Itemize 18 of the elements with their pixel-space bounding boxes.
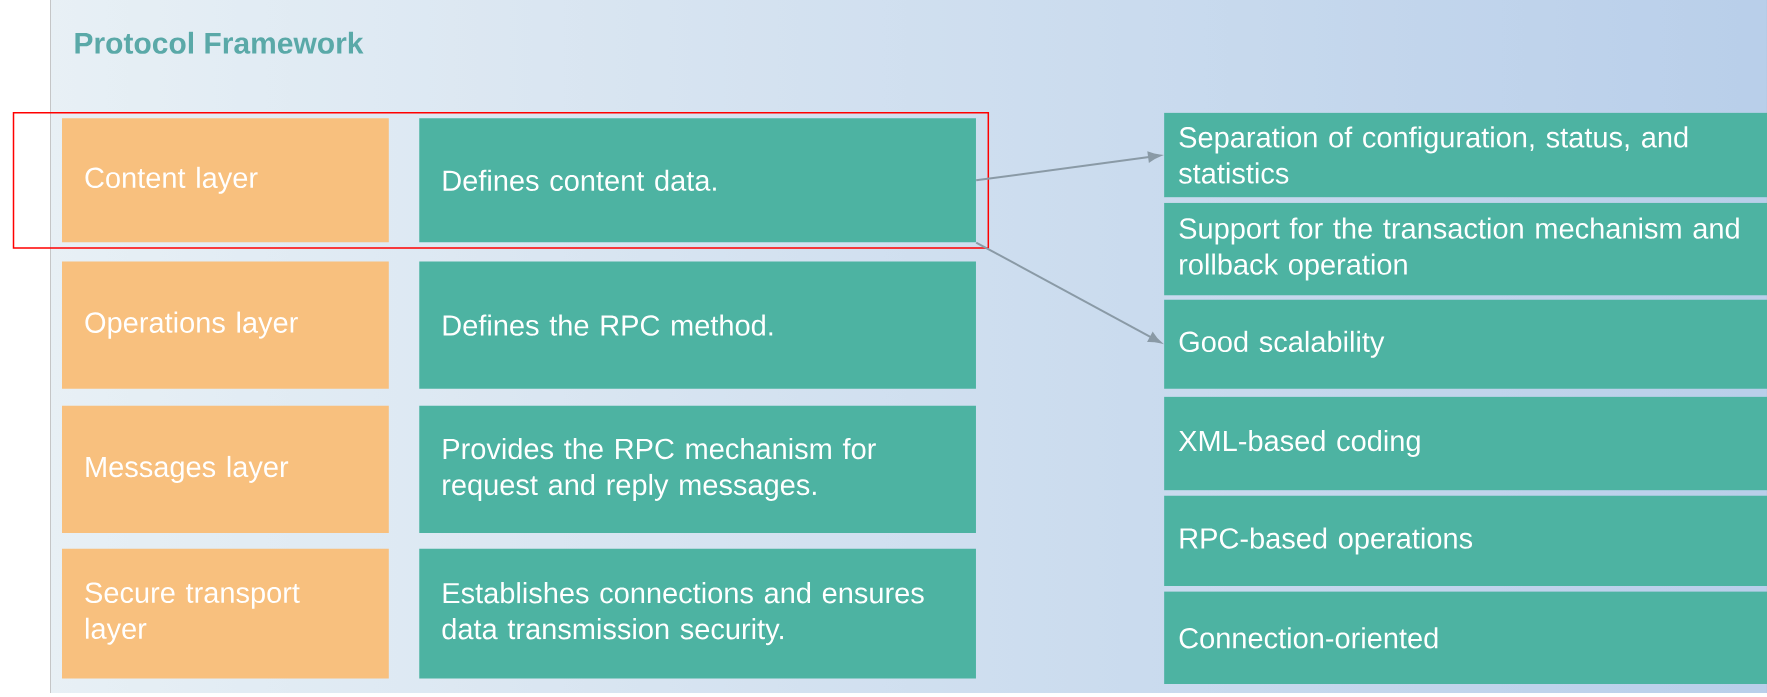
feature-box: XML-based coding <box>1164 396 1767 491</box>
title: Protocol Framework <box>75 31 364 54</box>
feature-box: Connection-oriented <box>1164 591 1767 684</box>
description-box: Establishes connections and ensures data transmission security. <box>419 548 976 679</box>
layer-box: Content layer <box>62 118 389 243</box>
layer-box: Messages layer <box>62 405 389 534</box>
feature-box: RPC-based operations <box>1164 495 1767 586</box>
layer-box: Secure transport layer <box>62 548 389 679</box>
highlight-frame <box>12 111 990 249</box>
description-box: Defines content data. <box>419 118 976 243</box>
feature-box: Separation of configuration, status, and statistics <box>1164 112 1767 198</box>
arrow <box>975 151 1161 182</box>
description-box: Provides the RPC mechanism for request and reply messages. <box>419 405 976 534</box>
feature-box: Good scalability <box>1164 299 1767 389</box>
arrow <box>975 241 1162 344</box>
layer-box: Operations layer <box>62 261 389 389</box>
feature-box: Support for the transaction mechanism and rollback operation <box>1164 202 1767 296</box>
description-box: Defines the RPC method. <box>419 261 976 389</box>
